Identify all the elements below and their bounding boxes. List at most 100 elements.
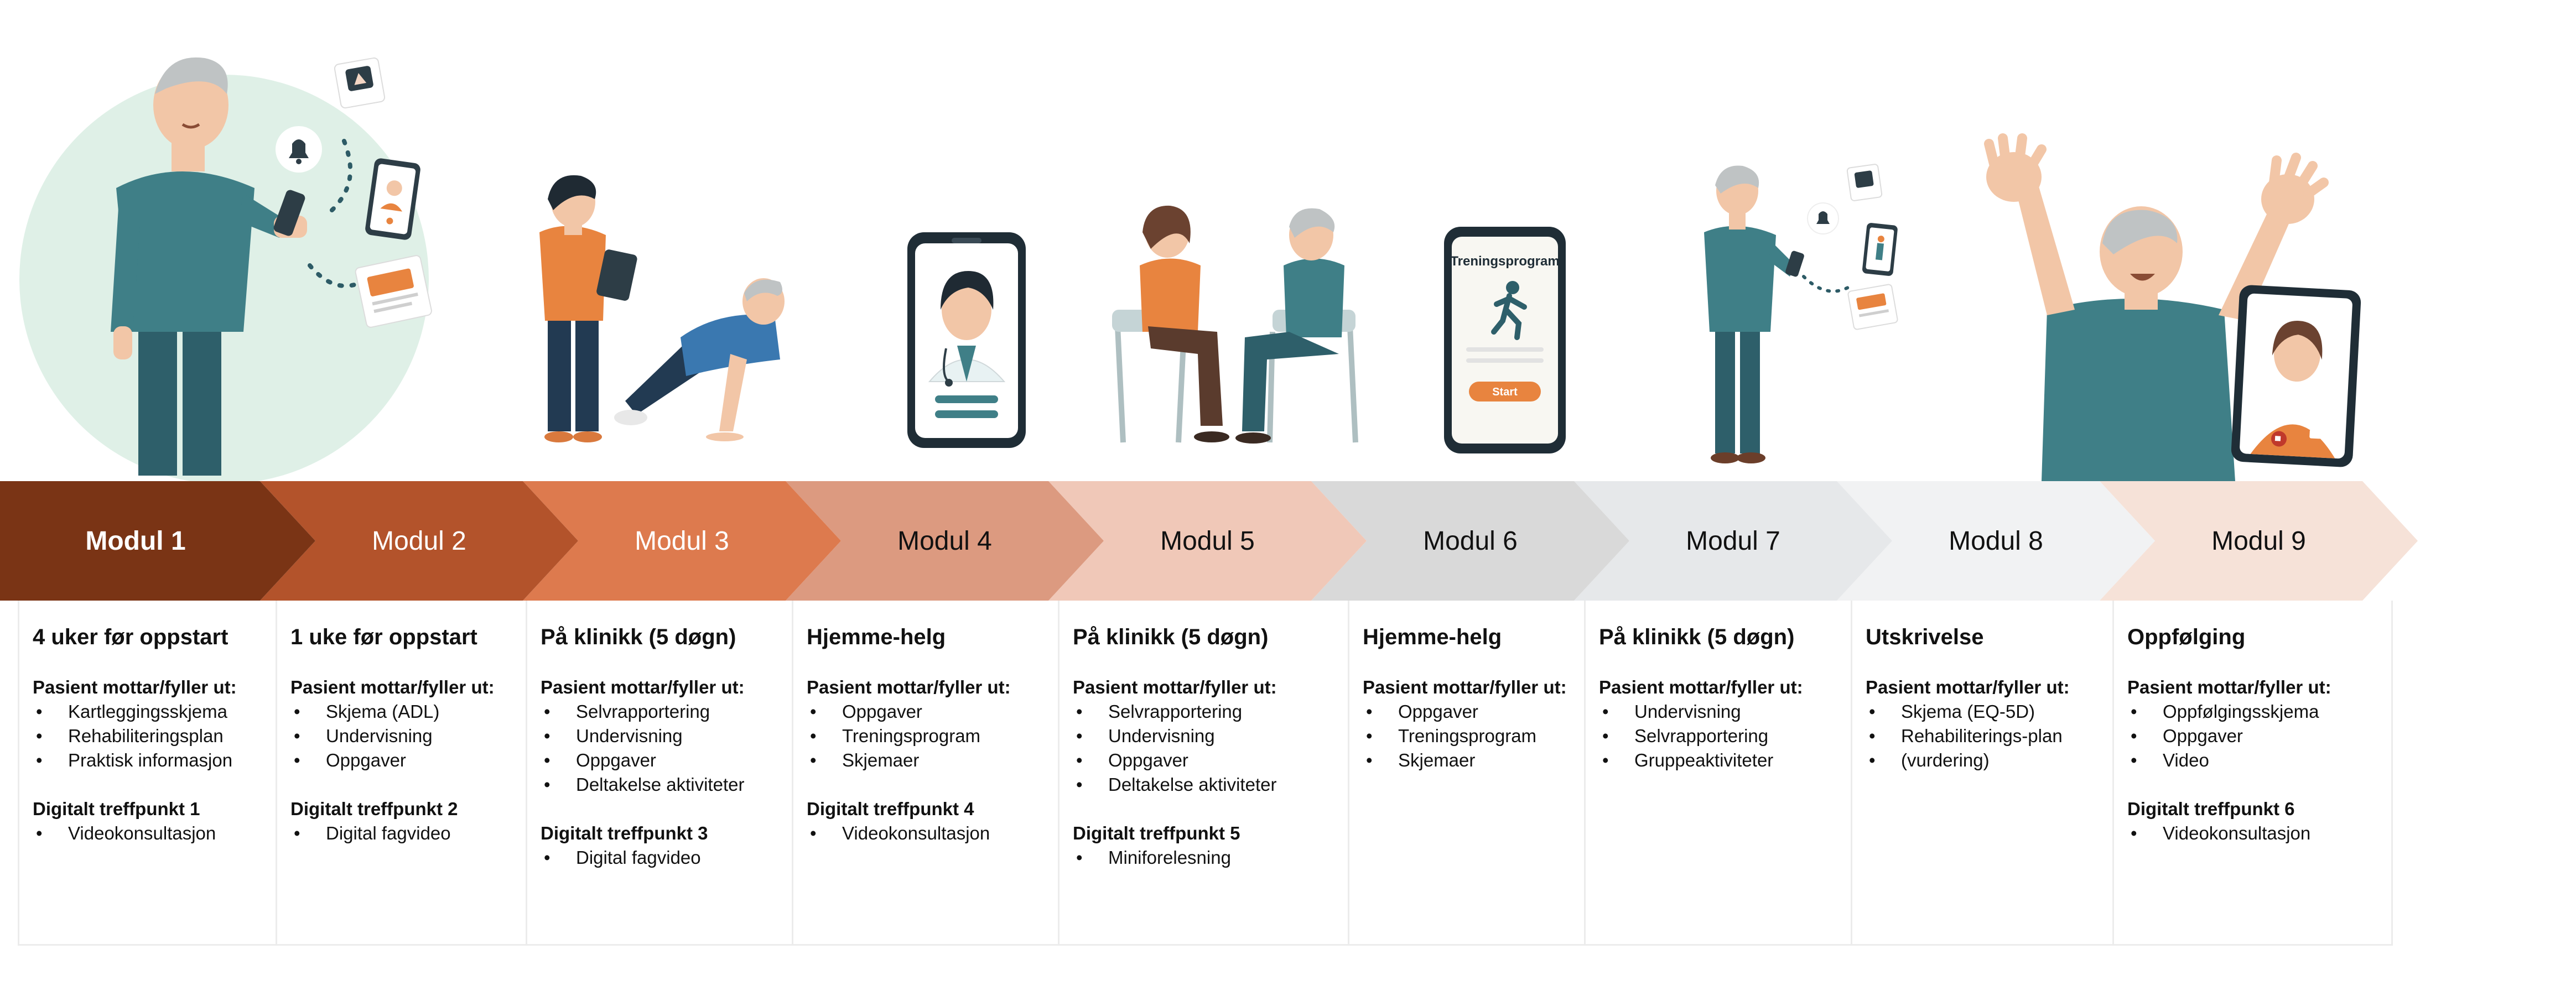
notification-card-icon	[334, 58, 386, 109]
block-spacer	[290, 773, 526, 797]
scene-module-5: Treningsprogram Start	[1444, 227, 1566, 453]
bullet-item: Rehabiliterings-plan	[1866, 724, 2112, 748]
exercise-phone-small-icon	[1862, 222, 1898, 276]
bullet-item: Oppgaver	[290, 748, 526, 773]
module-8-block-heading: Pasient mottar/fyller ut:	[1866, 675, 2112, 700]
doctor-video-phone-icon	[907, 232, 1026, 448]
module-7-bullet-list: UndervisningSelvrapporteringGruppeaktivi…	[1599, 700, 1851, 773]
module-arrow-band: Modul 1 Modul 2 Modul 3 Modul 4 Modul 5 …	[0, 481, 2576, 601]
module-7-title: På klinikk (5 døgn)	[1599, 625, 1851, 650]
module-9-title: Oppfølging	[2127, 625, 2391, 650]
illustrations-row: Treningsprogram Start	[0, 0, 2576, 481]
notification-card-small-icon	[1847, 164, 1882, 201]
bullet-item: Skjemaer	[807, 748, 1058, 773]
module-1-block-heading: Pasient mottar/fyller ut:	[33, 675, 276, 700]
block-spacer	[807, 773, 1058, 797]
bullet-item: Selvrapportering	[1599, 724, 1851, 748]
bullet-item: Skjema (ADL)	[290, 700, 526, 724]
module-5-bullet-list: Miniforelesning	[1073, 846, 1348, 870]
module-3-block-heading: Digitalt treffpunkt 3	[541, 821, 792, 846]
man-with-phone-small-figure	[1704, 165, 1805, 463]
bullet-item: Gruppeaktiviteter	[1599, 748, 1851, 773]
bullet-item: Videokonsultasjon	[2127, 821, 2391, 846]
module-3-details: På klinikk (5 døgn)Pasient mottar/fyller…	[526, 601, 792, 946]
module-2-bullet-list: Skjema (ADL)UndervisningOppgaver	[290, 700, 526, 773]
module-5-bullet-list: SelvrapporteringUndervisningOppgaverDelt…	[1073, 700, 1348, 797]
module-9-bullet-list: OppfølgingsskjemaOppgaverVideo	[2127, 700, 2391, 773]
module-7-label: Modul 7	[1686, 526, 1780, 556]
module-5-details: På klinikk (5 døgn)Pasient mottar/fyller…	[1058, 601, 1348, 946]
scene-module-3	[907, 232, 1026, 448]
block-spacer	[1073, 797, 1348, 821]
module-8-label: Modul 8	[1949, 526, 2043, 556]
bullet-item: Skjemaer	[1363, 748, 1584, 773]
scene-module-2	[539, 175, 785, 442]
bullet-item: Undervisning	[1073, 724, 1348, 748]
bullet-item: Oppgaver	[2127, 724, 2391, 748]
module-5-title: På klinikk (5 døgn)	[1073, 625, 1348, 650]
bell-bubble-icon	[276, 126, 322, 173]
module-4-label: Modul 4	[897, 526, 992, 556]
module-2-block-heading: Pasient mottar/fyller ut:	[290, 675, 526, 700]
bullet-item: Praktisk informasjon	[33, 748, 276, 773]
scene-module-1	[19, 58, 432, 481]
block-spacer	[2127, 773, 2391, 797]
module-2-block-heading: Digitalt treffpunkt 2	[290, 797, 526, 821]
bullet-item: Oppgaver	[807, 700, 1058, 724]
module-3-title: På klinikk (5 døgn)	[541, 625, 792, 650]
bullet-item: Videokonsultasjon	[807, 821, 1058, 846]
bullet-item: Oppgaver	[541, 748, 792, 773]
module-3-label: Modul 3	[635, 526, 729, 556]
bullet-item: Rehabiliteringsplan	[33, 724, 276, 748]
module-1-block-heading: Digitalt treffpunkt 1	[33, 797, 276, 821]
module-4-block-heading: Pasient mottar/fyller ut:	[807, 675, 1058, 700]
bullet-item: (vurdering)	[1866, 748, 2112, 773]
scene-module-7	[1986, 138, 2361, 481]
bullet-item: Treningsprogram	[807, 724, 1058, 748]
bullet-item: Treningsprogram	[1363, 724, 1584, 748]
bullet-item: Miniforelesning	[1073, 846, 1348, 870]
bullet-item: Undervisning	[290, 724, 526, 748]
scene-module-4	[1112, 206, 1355, 444]
module-1-bullet-list: KartleggingsskjemaRehabiliteringsplanPra…	[33, 700, 276, 773]
module-1-label: Modul 1	[85, 526, 185, 556]
seated-conversation-figures	[1112, 206, 1355, 444]
module-2-label: Modul 2	[372, 526, 466, 556]
block-spacer	[33, 773, 276, 797]
bullet-item: Oppgaver	[1363, 700, 1584, 724]
training-program-phone-icon: Treningsprogram Start	[1444, 227, 1566, 453]
module-2-title: 1 uke før oppstart	[290, 625, 526, 650]
video-call-tablet-icon	[2231, 284, 2361, 467]
bullet-item: Selvrapportering	[1073, 700, 1348, 724]
man-doing-pushups-figure	[614, 278, 785, 441]
scene-module-6	[1704, 164, 1898, 463]
bullet-item: Digital fagvideo	[290, 821, 526, 846]
module-1-arrow: Modul 1	[0, 481, 315, 601]
module-5-block-heading: Digitalt treffpunkt 5	[1073, 821, 1348, 846]
bullet-item: Undervisning	[1599, 700, 1851, 724]
module-9-bullet-list: Videokonsultasjon	[2127, 821, 2391, 846]
nurse-with-tablet-figure	[539, 175, 638, 442]
bullet-item: Selvrapportering	[541, 700, 792, 724]
module-3-bullet-list: SelvrapporteringUndervisningOppgaverDelt…	[541, 700, 792, 797]
module-2-bullet-list: Digital fagvideo	[290, 821, 526, 846]
module-7-block-heading: Pasient mottar/fyller ut:	[1599, 675, 1851, 700]
module-6-block-heading: Pasient mottar/fyller ut:	[1363, 675, 1584, 700]
module-6-label: Modul 6	[1423, 526, 1518, 556]
document-card-icon	[355, 255, 432, 328]
bullet-item: Oppgaver	[1073, 748, 1348, 773]
module-6-bullet-list: OppgaverTreningsprogramSkjemaer	[1363, 700, 1584, 773]
bullet-item: Video	[2127, 748, 2391, 773]
module-4-block-heading: Digitalt treffpunkt 4	[807, 797, 1058, 821]
bullet-item: Oppfølgingsskjema	[2127, 700, 2391, 724]
bullet-item: Videokonsultasjon	[33, 821, 276, 846]
bullet-item: Undervisning	[541, 724, 792, 748]
module-6-title: Hjemme-helg	[1363, 625, 1584, 650]
module-9-label: Modul 9	[2211, 526, 2306, 556]
module-3-bullet-list: Digital fagvideo	[541, 846, 792, 870]
module-1-title: 4 uker før oppstart	[33, 625, 276, 650]
bullet-item: Skjema (EQ-5D)	[1866, 700, 2112, 724]
